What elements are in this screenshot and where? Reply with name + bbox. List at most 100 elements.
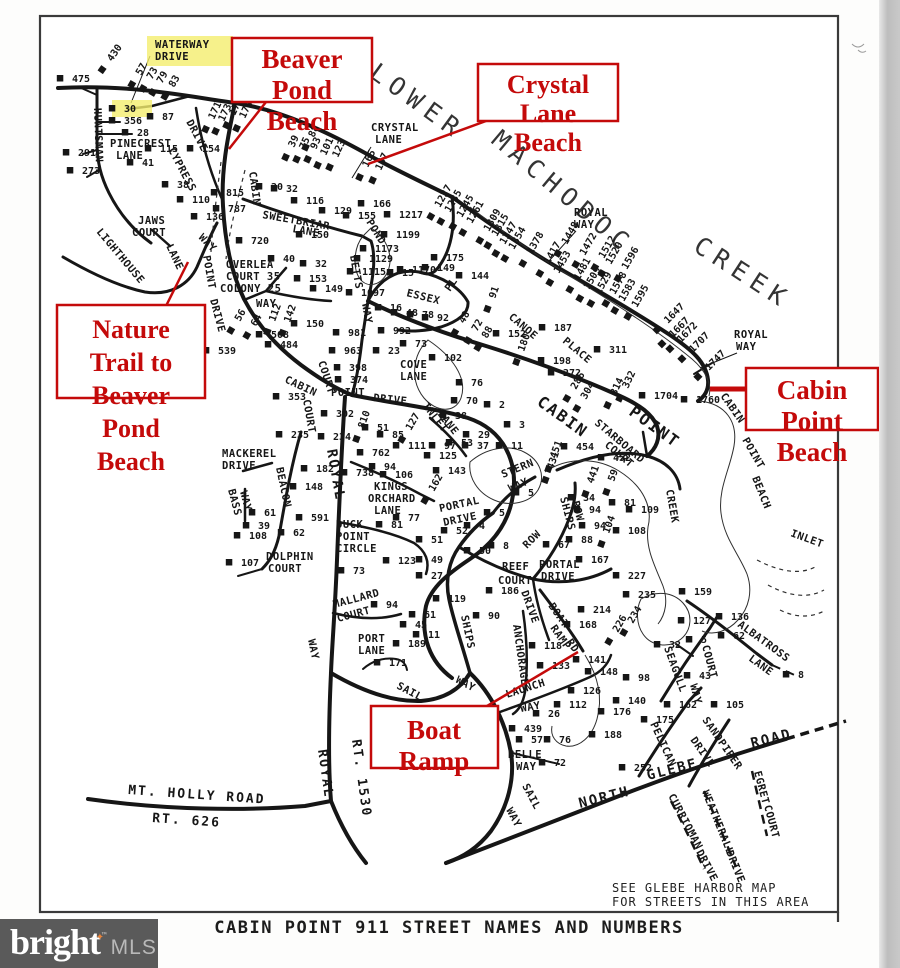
house-marker: [491, 249, 501, 258]
house-marker: [392, 640, 400, 647]
nature-trail-dashes: [210, 161, 246, 260]
scan-mark: [851, 43, 867, 53]
house-number: 162: [679, 700, 697, 711]
house-marker: [235, 237, 243, 244]
house-marker: [638, 392, 646, 399]
house-number: 815: [226, 188, 244, 199]
house-marker: [597, 454, 605, 461]
house-number: 59: [606, 468, 620, 483]
house-marker: [597, 269, 607, 278]
road-north-glebe: [444, 737, 788, 865]
highlight-marker: [147, 36, 233, 66]
house-marker: [782, 671, 790, 678]
house-marker: [121, 129, 129, 136]
house-number: 5: [499, 508, 505, 519]
house-marker: [242, 522, 250, 529]
house-marker: [428, 442, 436, 449]
street-label: ROW: [569, 500, 586, 523]
house-number: 57: [134, 62, 150, 78]
house-marker: [292, 154, 301, 164]
house-marker: [653, 641, 661, 648]
house-number: 83: [167, 74, 183, 90]
road-royal-way: [450, 195, 711, 403]
road-sweetbriar: [241, 197, 376, 303]
street-label: LANE: [116, 150, 143, 162]
house-marker: [553, 249, 563, 258]
house-number: 112: [569, 700, 587, 711]
house-marker: [108, 105, 116, 112]
house-marker: [622, 674, 630, 681]
street-label: CRYSTAL: [371, 122, 419, 134]
house-marker: [610, 306, 620, 315]
house-number: 150: [311, 230, 329, 241]
house-marker: [538, 759, 546, 766]
street-label: DRIVE: [541, 571, 575, 583]
house-marker: [300, 465, 308, 472]
house-number: 148: [305, 482, 323, 493]
house-marker: [472, 612, 480, 619]
house-number: 102: [444, 353, 462, 364]
house-marker: [436, 217, 446, 226]
house-number: 93: [309, 136, 324, 152]
house-number: 105: [726, 700, 744, 711]
house-marker: [66, 167, 74, 174]
house-number: 108: [249, 531, 267, 542]
house-marker: [346, 268, 354, 275]
house-marker: [603, 400, 612, 410]
house-marker: [126, 159, 134, 166]
house-marker: [318, 207, 326, 214]
house-marker: [455, 379, 463, 386]
house-marker: [392, 514, 400, 521]
house-number: 171: [389, 658, 407, 669]
house-marker: [295, 231, 303, 238]
house-marker: [710, 701, 718, 708]
house-marker: [392, 442, 400, 449]
road-mt-holly: [86, 797, 368, 865]
house-marker: [264, 341, 272, 348]
house-number: 136: [206, 212, 224, 223]
road-albatross-dashed: [771, 664, 800, 678]
house-number: 5: [701, 635, 707, 646]
street-label: COURT: [300, 398, 318, 434]
street-label: PINECREST: [110, 138, 171, 150]
house-number: 1129: [369, 254, 393, 265]
house-number: 123: [398, 556, 416, 567]
house-marker: [432, 467, 440, 474]
street-label: PORTAL: [539, 559, 580, 571]
house-marker: [190, 213, 198, 220]
house-marker: [640, 716, 648, 723]
house-marker: [604, 637, 614, 646]
annotation-leader-line: [367, 119, 487, 166]
house-number: 234: [333, 432, 351, 443]
house-number: 762: [372, 448, 390, 459]
house-marker: [212, 205, 220, 212]
house-marker: [485, 587, 493, 594]
house-number: 182: [316, 464, 334, 475]
street-label: JAWS: [138, 215, 165, 227]
street-label: COURT 35: [226, 271, 281, 283]
house-marker: [562, 394, 572, 403]
house-marker: [683, 672, 691, 679]
street-label: WAY: [687, 683, 704, 706]
road-anchorage: [511, 609, 528, 716]
road-overlea-colony: [242, 266, 333, 303]
street-label: BETTS: [347, 254, 365, 290]
house-marker: [503, 421, 511, 428]
house-number: 39: [287, 134, 302, 150]
house-number: 16: [390, 303, 402, 314]
seagull-marsh: [637, 592, 691, 646]
house-number: 15: [402, 268, 414, 279]
house-marker: [352, 434, 361, 444]
house-number: 50: [479, 546, 491, 557]
house-number: 73: [353, 566, 365, 577]
house-marker: [581, 489, 590, 499]
road-jaws-court: [150, 228, 172, 248]
house-marker: [226, 326, 236, 335]
house-number: 1760: [696, 395, 720, 406]
house-number: 81: [624, 498, 636, 509]
house-marker: [450, 328, 460, 337]
road-seagull-way: [675, 643, 694, 657]
house-number: 787: [228, 204, 246, 215]
house-marker: [377, 327, 385, 334]
